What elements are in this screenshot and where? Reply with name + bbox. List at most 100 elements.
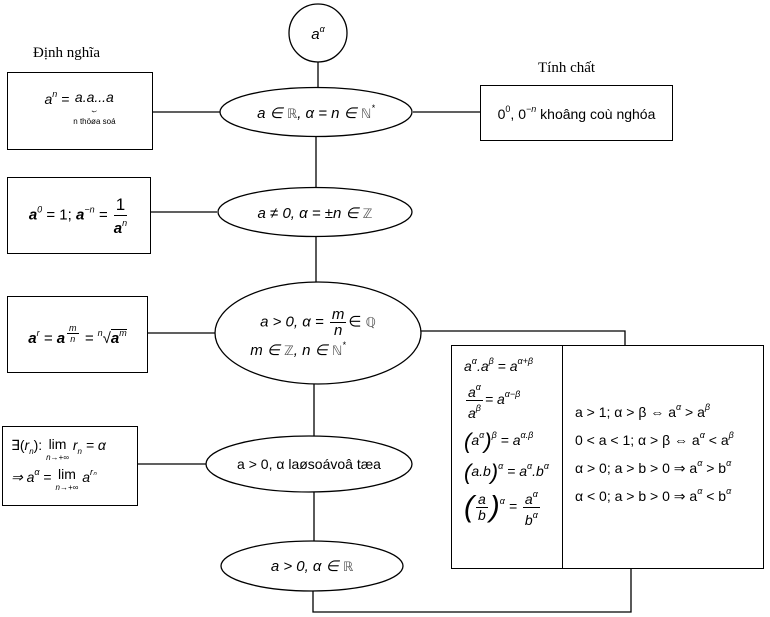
- rule-power-of-product: (a.b)α = aα.bα: [464, 459, 549, 485]
- equals-one: = 1;: [46, 206, 72, 224]
- rule-text: > b: [702, 460, 727, 476]
- properties-column-inequalities: a > 1; α > β ⇔ aα > aβ 0 < a < 1; α > β …: [563, 346, 763, 568]
- set-rationals: ℚ: [365, 315, 376, 331]
- base: a: [28, 329, 37, 347]
- radical-icon: √: [102, 329, 111, 347]
- exponent: α: [697, 458, 703, 468]
- exponent: β: [704, 402, 711, 412]
- cond-text: a > 0, α =: [260, 313, 328, 331]
- base: a: [82, 469, 91, 485]
- denominator: b: [478, 506, 486, 523]
- rule-text: α > 0; a > b > 0 ⇒ a: [575, 460, 698, 476]
- subscript: n: [29, 446, 34, 456]
- root-circle: [288, 3, 348, 63]
- level4-ellipse: [205, 435, 413, 493]
- exponent: r: [36, 327, 40, 338]
- star-superscript: *: [342, 340, 346, 350]
- property-box: 00, 0−n khoâng coù nghóa: [480, 85, 673, 141]
- level2-ellipse: [217, 186, 413, 238]
- root-node: aα: [289, 4, 347, 62]
- cond-text: ∈: [348, 313, 366, 331]
- root-base: a: [311, 25, 320, 43]
- product: a.a...a: [74, 89, 114, 105]
- numerator: aα: [522, 488, 540, 508]
- level1-condition: a ∈ ℝ, α = n ∈ ℕ*: [220, 88, 412, 137]
- base: a: [28, 206, 38, 224]
- exponent: α: [726, 458, 732, 468]
- set-reals: ℝ: [342, 560, 354, 575]
- level5-condition: a > 0, α ∈ ℝ: [221, 541, 403, 591]
- underbrace-label: n thöøa soá: [73, 117, 116, 126]
- exponent: rₙ: [90, 467, 97, 477]
- colon: ):: [33, 437, 47, 453]
- exponent: α: [675, 402, 682, 412]
- exists: ∃(: [11, 437, 25, 453]
- cond-text: , α = n ∈: [297, 105, 361, 122]
- rule-text: 0 < a < 1; α > β ⇔ a: [575, 432, 700, 448]
- denominator: n: [70, 333, 76, 344]
- equals: =: [39, 469, 56, 485]
- rule-power-of-power: (aα)β = aα.β: [464, 428, 534, 454]
- level4-condition: a > 0, α laøsoávoâ tæa: [206, 436, 412, 492]
- lim-label: lim: [57, 466, 76, 482]
- sequence: r: [24, 437, 30, 453]
- property-text: khoâng coù nghóa: [540, 106, 656, 122]
- denominator: n: [333, 322, 343, 339]
- base: 0: [497, 106, 506, 122]
- set-integers: ℤ: [284, 344, 294, 359]
- base: a: [110, 329, 120, 347]
- inequality-rule: a > 1; α > β ⇔ aα > aβ: [575, 396, 763, 423]
- sequence: r: [72, 437, 78, 453]
- denominator: an: [114, 216, 127, 236]
- level1-ellipse: [219, 86, 413, 138]
- implies: ⇒ a: [11, 469, 35, 485]
- exponent: −n: [526, 104, 537, 114]
- equals-alpha: = α: [81, 437, 106, 453]
- exponent: m: [119, 327, 127, 338]
- cond-text: a > 0, α ∈: [270, 558, 343, 575]
- cond-text: a ≠ 0, α = ±n ∈: [257, 204, 363, 222]
- lim-subscript: n→+∞: [55, 483, 79, 492]
- rule-text: a > 1; α > β ⇔ a: [575, 404, 676, 420]
- cond-text: m ∈: [250, 342, 285, 359]
- exponent: β: [728, 430, 734, 440]
- level2-condition: a ≠ 0, α = ±n ∈ ℤ: [218, 188, 412, 237]
- underbrace-icon: ⏟: [91, 103, 97, 112]
- exponent: α: [697, 486, 703, 496]
- numerator: m: [329, 306, 347, 323]
- base: 0: [518, 106, 526, 122]
- cond-text: , n ∈: [293, 342, 332, 359]
- base: a: [75, 206, 85, 224]
- denominator: aβ: [467, 403, 481, 421]
- star-superscript: *: [371, 103, 375, 113]
- connector-level5-table: [312, 569, 632, 613]
- numerator: 1: [113, 195, 128, 216]
- exponent: 0: [37, 204, 43, 215]
- base: a: [44, 91, 53, 107]
- cond-text: a > 0, α laøsoávoâ tæa: [237, 456, 381, 472]
- rule-text: < a: [704, 432, 729, 448]
- numerator: m: [67, 322, 79, 334]
- rule-text: > a: [681, 404, 705, 420]
- root-index: n: [97, 327, 103, 338]
- exponent: −n: [84, 204, 95, 215]
- rule-text: < b: [702, 488, 727, 504]
- set-naturals: ℕ: [331, 344, 343, 359]
